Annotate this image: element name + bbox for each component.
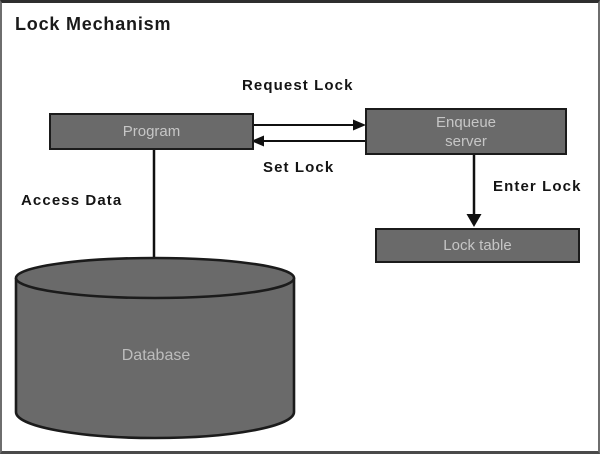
node-enqueue-server: Enqueue server — [365, 108, 567, 155]
node-enqueue-server-label: Enqueue server — [435, 113, 497, 150]
edge-label-access-data: Access Data — [21, 192, 123, 209]
node-program: Program — [49, 113, 254, 150]
node-program-label: Program — [122, 123, 181, 140]
enter-lock-arrow — [466, 155, 482, 227]
node-database-label: Database — [121, 347, 191, 364]
node-lock-table-label: Lock table — [443, 237, 512, 254]
node-lock-table: Lock table — [375, 228, 580, 263]
diagram-title: Lock Mechanism — [15, 14, 172, 34]
request-lock-arrow — [254, 119, 366, 131]
set-lock-arrow — [251, 135, 366, 147]
edge-label-request-lock: Request Lock — [242, 77, 354, 94]
edge-label-enter-lock: Enter Lock — [493, 178, 582, 195]
edge-label-set-lock: Set Lock — [263, 159, 335, 176]
